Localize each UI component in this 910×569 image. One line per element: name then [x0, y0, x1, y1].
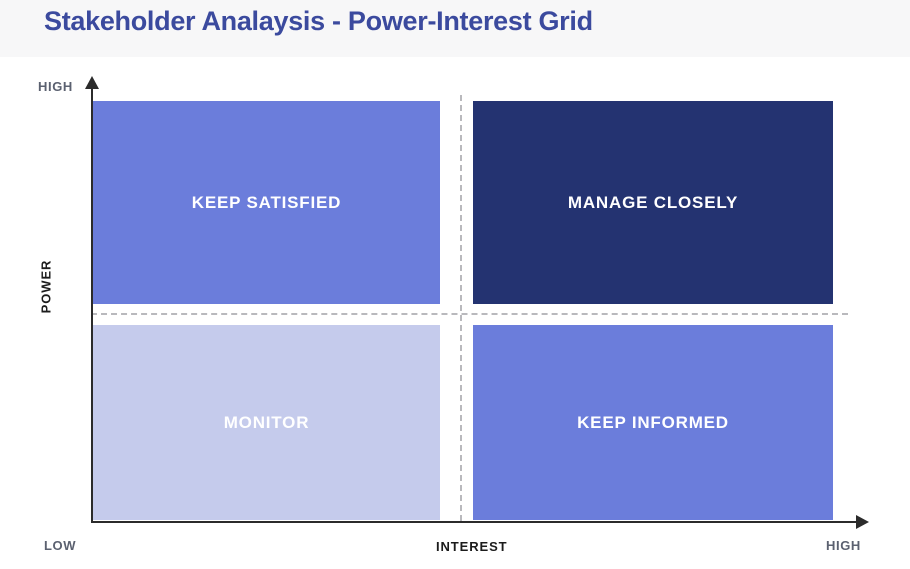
quadrant-manage-closely[interactable]: MANAGE CLOSELY: [473, 101, 833, 304]
y-axis-high-label: HIGH: [38, 79, 73, 94]
vertical-divider-dashed: [460, 95, 462, 521]
quadrant-keep-satisfied[interactable]: KEEP SATISFIED: [93, 101, 440, 304]
quadrant-label-manage-closely: MANAGE CLOSELY: [567, 192, 739, 212]
quadrant-label-keep-informed: KEEP INFORMED: [577, 412, 729, 432]
x-axis-line: [91, 521, 865, 523]
header-band: [0, 0, 910, 57]
x-axis-title: INTEREST: [436, 539, 508, 554]
quadrant-label-keep-satisfied: KEEP SATISFIED: [191, 192, 342, 212]
horizontal-divider-dashed: [91, 313, 848, 315]
x-axis-high-label: HIGH: [826, 538, 861, 553]
x-axis-arrow-icon: [856, 515, 869, 529]
x-axis-low-label: LOW: [44, 538, 77, 553]
quadrant-monitor[interactable]: MONITOR: [93, 325, 440, 520]
plot-area: KEEP SATISFIED MANAGE CLOSELY MONITOR KE…: [0, 57, 910, 569]
y-axis-title: POWER: [38, 259, 54, 314]
quadrant-keep-informed[interactable]: KEEP INFORMED: [473, 325, 833, 520]
y-axis-line: [91, 85, 93, 522]
page-title: Stakeholder Analaysis - Power-Interest G…: [44, 6, 593, 36]
y-axis-arrow-icon: [85, 76, 99, 89]
quadrant-label-monitor: MONITOR: [223, 412, 310, 432]
